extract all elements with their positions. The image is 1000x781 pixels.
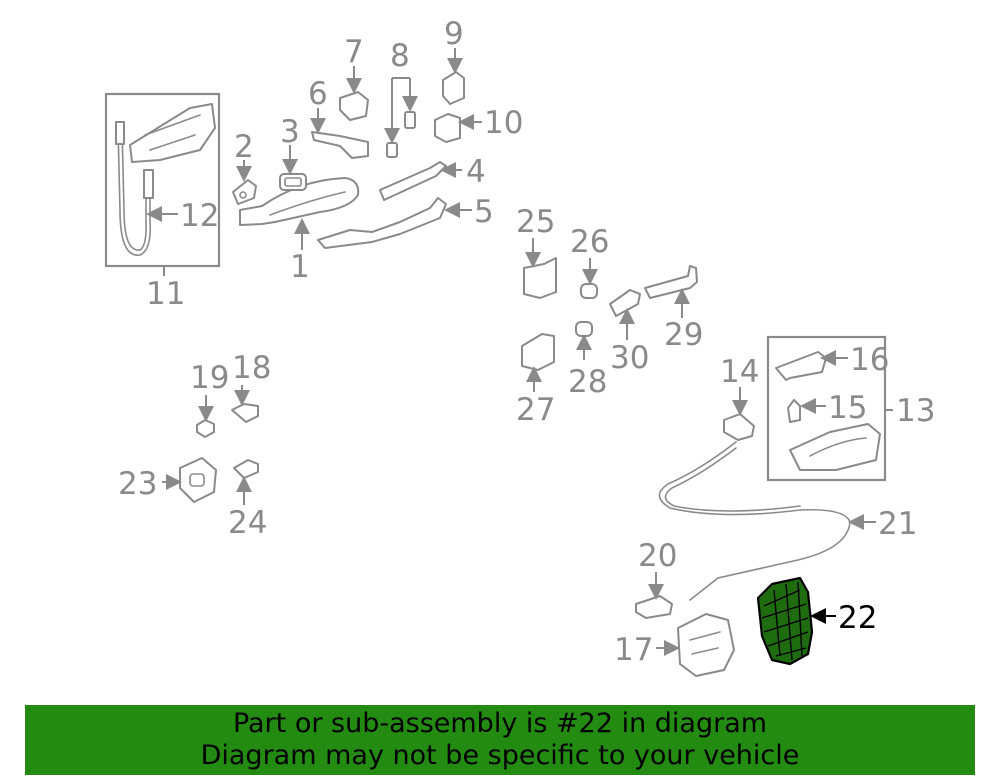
- group-box-13: [766, 335, 893, 482]
- callout-12: 12: [180, 198, 219, 234]
- callout-8: 8: [390, 38, 410, 74]
- callout-7: 7: [344, 34, 364, 70]
- callout-23: 23: [118, 466, 157, 502]
- callout-11: 11: [146, 276, 185, 312]
- callout-26: 26: [570, 224, 609, 260]
- callout-5: 5: [474, 194, 494, 230]
- part-23-striker: [162, 457, 217, 503]
- group-box-11: [104, 92, 221, 276]
- part-21-cable: [658, 441, 876, 601]
- callout-24: 24: [228, 505, 267, 541]
- part-29-check-link: [644, 265, 698, 318]
- part-14-connector: [723, 387, 755, 441]
- part-6-lock-cylinder: [310, 108, 369, 159]
- part-25-bracket: [523, 238, 557, 299]
- part-26-bumper: [580, 258, 598, 299]
- callout-labels: 1 2 3 4 5 6 7 8 9 10 11 12 13 14 15 16 1…: [118, 16, 935, 668]
- part-27-bracket: [521, 333, 555, 392]
- info-banner: Part or sub-assembly is #22 in diagram D…: [25, 705, 975, 775]
- part-3-gasket: [279, 145, 307, 191]
- callout-22: 22: [838, 600, 877, 636]
- callout-10: 10: [484, 105, 523, 141]
- part-24-bolt: [233, 459, 259, 505]
- callout-20: 20: [638, 538, 677, 574]
- callout-30: 30: [610, 340, 649, 376]
- part-5-frame: [317, 197, 472, 249]
- callout-21: 21: [878, 506, 917, 542]
- callout-4: 4: [466, 154, 486, 190]
- callout-15: 15: [828, 390, 867, 426]
- part-16-trim: [775, 350, 848, 381]
- part-12-cable: [115, 103, 216, 256]
- callout-17: 17: [614, 632, 653, 668]
- banner-line-2: Diagram may not be specific to your vehi…: [200, 740, 800, 771]
- callout-13: 13: [896, 393, 935, 429]
- callout-9: 9: [444, 16, 464, 52]
- part-9-cap: [442, 48, 465, 105]
- callout-6: 6: [308, 76, 328, 112]
- callout-1: 1: [290, 249, 310, 285]
- callout-2: 2: [234, 129, 254, 165]
- part-28-bumper: [575, 321, 593, 360]
- part-2-bracket: [232, 160, 257, 205]
- part-17-latch: [656, 613, 735, 677]
- part-19-nut: [196, 395, 215, 438]
- callout-14: 14: [720, 354, 759, 390]
- callout-16: 16: [850, 342, 889, 378]
- part-8-clips: [384, 77, 418, 158]
- part-22-highlighted: [756, 576, 836, 666]
- callout-18: 18: [232, 350, 271, 386]
- callout-28: 28: [568, 364, 607, 400]
- part-7-cap: [339, 66, 369, 121]
- callout-19: 19: [190, 360, 229, 396]
- part-15-clip: [787, 398, 826, 423]
- callout-25: 25: [516, 204, 555, 240]
- part-13-inside-handle: [789, 423, 881, 471]
- banner-line-1: Part or sub-assembly is #22 in diagram: [232, 708, 768, 739]
- part-30-bracket: [609, 289, 641, 340]
- part-4-rod: [379, 161, 462, 201]
- part-18-bolt: [231, 385, 259, 423]
- callout-3: 3: [280, 114, 300, 150]
- part-20-clip: [635, 572, 673, 619]
- part-10-cap: [434, 113, 482, 143]
- callout-27: 27: [516, 392, 555, 428]
- callout-29: 29: [664, 317, 703, 353]
